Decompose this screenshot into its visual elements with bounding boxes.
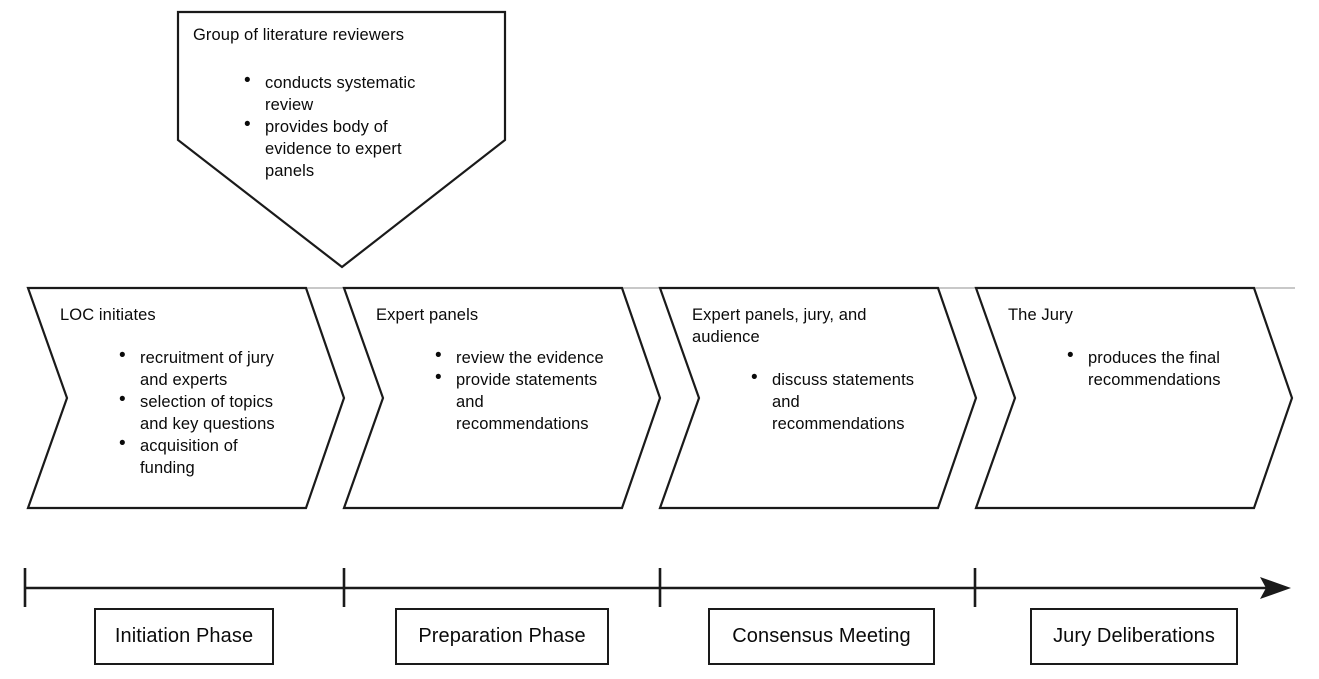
phase-label-initiation: Initiation Phase <box>94 608 274 665</box>
stage-chevron-shape-4 <box>974 286 1294 510</box>
bullet-item: review the evidence <box>433 345 628 369</box>
bullet-item: selection of topics and key questions <box>117 389 312 435</box>
phase-label-consensus-meeting: Consensus Meeting <box>708 608 935 665</box>
stage-bullet-list: produces the final recommendations <box>1065 345 1260 391</box>
stage-bullet-list: recruitment of jury and experts selectio… <box>117 345 312 479</box>
bullet-item: produces the final recommendations <box>1065 345 1260 391</box>
stage-bullet-list: review the evidence provide statements a… <box>433 345 628 435</box>
bullet-item: recruitment of jury and experts <box>117 345 312 391</box>
bullet-item: acquisition of funding <box>117 433 312 479</box>
callout-title: Group of literature reviewers <box>193 26 405 44</box>
bullet-item: conducts systematic review <box>242 70 493 116</box>
stage-text-the-jury: The Jury produces the final recommendati… <box>1008 304 1260 391</box>
stage-text-loc-initiates: LOC initiates recruitment of jury and ex… <box>60 304 312 479</box>
stage-title: The Jury <box>1008 306 1073 324</box>
stage-title: LOC initiates <box>60 306 156 324</box>
stage-bullet-list: discuss statements and recommendations <box>749 367 944 435</box>
bullet-item: discuss statements and recommendations <box>749 367 944 435</box>
stage-title: Expert panels, jury, and audience <box>692 306 867 346</box>
callout-bullet-list: conducts systematic review provides body… <box>242 70 493 182</box>
timeline-axis <box>23 568 1291 607</box>
callout-text-block: Group of literature reviewers conducts s… <box>193 24 493 182</box>
stage-text-expert-panels: Expert panels review the evidence provid… <box>376 304 628 435</box>
stage-title: Expert panels <box>376 306 479 324</box>
timeline-arrowhead-icon <box>1260 577 1291 599</box>
bullet-item: provides body of evidence to expert pane… <box>242 114 493 182</box>
phase-label-jury-deliberations: Jury Deliberations <box>1030 608 1238 665</box>
stage-text-panels-jury-audience: Expert panels, jury, and audience discus… <box>692 304 944 435</box>
bullet-item: provide statements and recommendations <box>433 367 628 435</box>
phase-label-preparation: Preparation Phase <box>395 608 609 665</box>
